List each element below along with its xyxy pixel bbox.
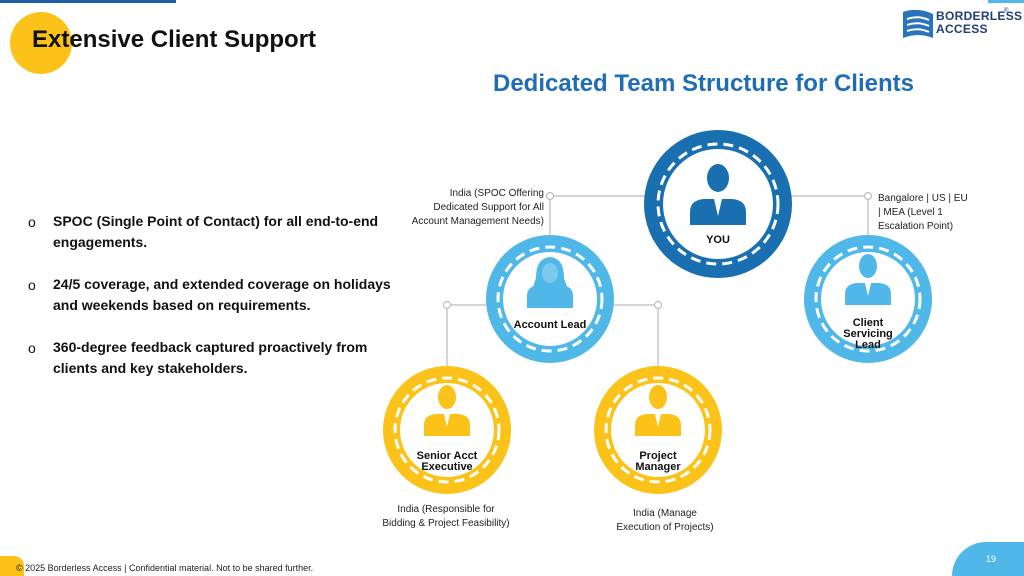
page-title: Extensive Client Support [32, 26, 317, 53]
label-line: Servicing [843, 328, 893, 340]
title-accent-circle [10, 12, 72, 74]
footer-copyright: © 2025 Borderless Access | Confidential … [16, 563, 314, 573]
node-account-lead [486, 235, 614, 363]
top-accent-bar-right [988, 0, 1024, 3]
label-line: Senior Acct [416, 450, 478, 462]
bullet-marker: o [28, 214, 36, 230]
note-project-manager: India (Manage Execution of Projects) [600, 507, 730, 535]
note-line: India (SPOC Offering [449, 188, 544, 199]
note-senior-acct-executive: India (Responsible for Bidding & Project… [368, 503, 524, 531]
top-accent-bar-left [0, 0, 176, 3]
connector-dot [545, 191, 555, 201]
person-icon [690, 164, 746, 225]
bullet-text: 24/5 coverage, and extended coverage on … [53, 276, 391, 313]
bullet-item: o 24/5 coverage, and extended coverage on… [28, 274, 408, 316]
bullet-marker: o [28, 277, 36, 293]
label-line: Executive [421, 461, 473, 473]
note-line: Execution of Projects) [616, 522, 714, 533]
logo-line1: BORDERLESS [936, 9, 1023, 23]
connector-dot [653, 300, 663, 310]
feature-bullet-list: o SPOC (Single Point of Contact) for all … [28, 211, 408, 400]
node-label-client-servicing-lead: Client Servicing Lead [828, 318, 908, 351]
note-line: | MEA (Level 1 [878, 207, 943, 218]
footer-accent [0, 556, 24, 576]
node-label-account-lead: Account Lead [513, 319, 587, 331]
bullet-item: o 360-degree feedback captured proactivel… [28, 337, 408, 379]
node-project-manager [594, 366, 722, 494]
connector-dot [442, 300, 452, 310]
label-line: Project [639, 450, 677, 462]
borderless-access-logo-icon [903, 9, 933, 38]
note-line: Bangalore | US | EU [878, 193, 968, 204]
note-line: Bidding & Project Feasibility) [382, 518, 510, 529]
logo-registered-mark: ® [1004, 8, 1009, 14]
female-person-icon [527, 257, 573, 308]
note-account-lead: India (SPOC Offering Dedicated Support f… [390, 187, 544, 229]
note-line: India (Manage [633, 508, 697, 519]
note-line: Account Management Needs) [411, 216, 544, 227]
node-label-you: YOU [706, 234, 730, 246]
bullet-marker: o [28, 340, 36, 356]
diagram-subtitle: Dedicated Team Structure for Clients [493, 70, 914, 97]
node-you [644, 130, 792, 278]
bullet-text: 360-degree feedback captured proactively… [53, 339, 368, 376]
label-line: Lead [855, 339, 881, 351]
node-client-servicing-lead [804, 235, 932, 363]
bullet-text: SPOC (Single Point of Contact) for all e… [53, 213, 379, 250]
node-label-senior-acct-executive: Senior Acct Executive [402, 451, 492, 473]
note-line: Dedicated Support for All [433, 202, 544, 213]
connector-account-project-manager [613, 304, 659, 372]
logo-line2: ACCESS [936, 22, 988, 36]
note-client-servicing-lead: Bangalore | US | EU | MEA (Level 1 Escal… [878, 192, 988, 234]
bullet-item: o SPOC (Single Point of Contact) for all … [28, 211, 408, 253]
connector-account-senior-exec [446, 304, 486, 372]
note-line: India (Responsible for [397, 504, 495, 515]
label-line: Client [852, 317, 884, 329]
note-line: Escalation Point) [878, 221, 954, 232]
node-senior-acct-executive [383, 366, 511, 494]
logo-wordmark: BORDERLESS ACCESS [936, 10, 1022, 36]
person-icon [424, 385, 470, 436]
connector-dot [863, 191, 873, 201]
label-line: Manager [635, 461, 681, 473]
node-label-project-manager: Project Manager [618, 451, 698, 473]
page-number: 19 [986, 554, 997, 564]
person-icon [635, 385, 681, 436]
person-icon [845, 254, 891, 305]
